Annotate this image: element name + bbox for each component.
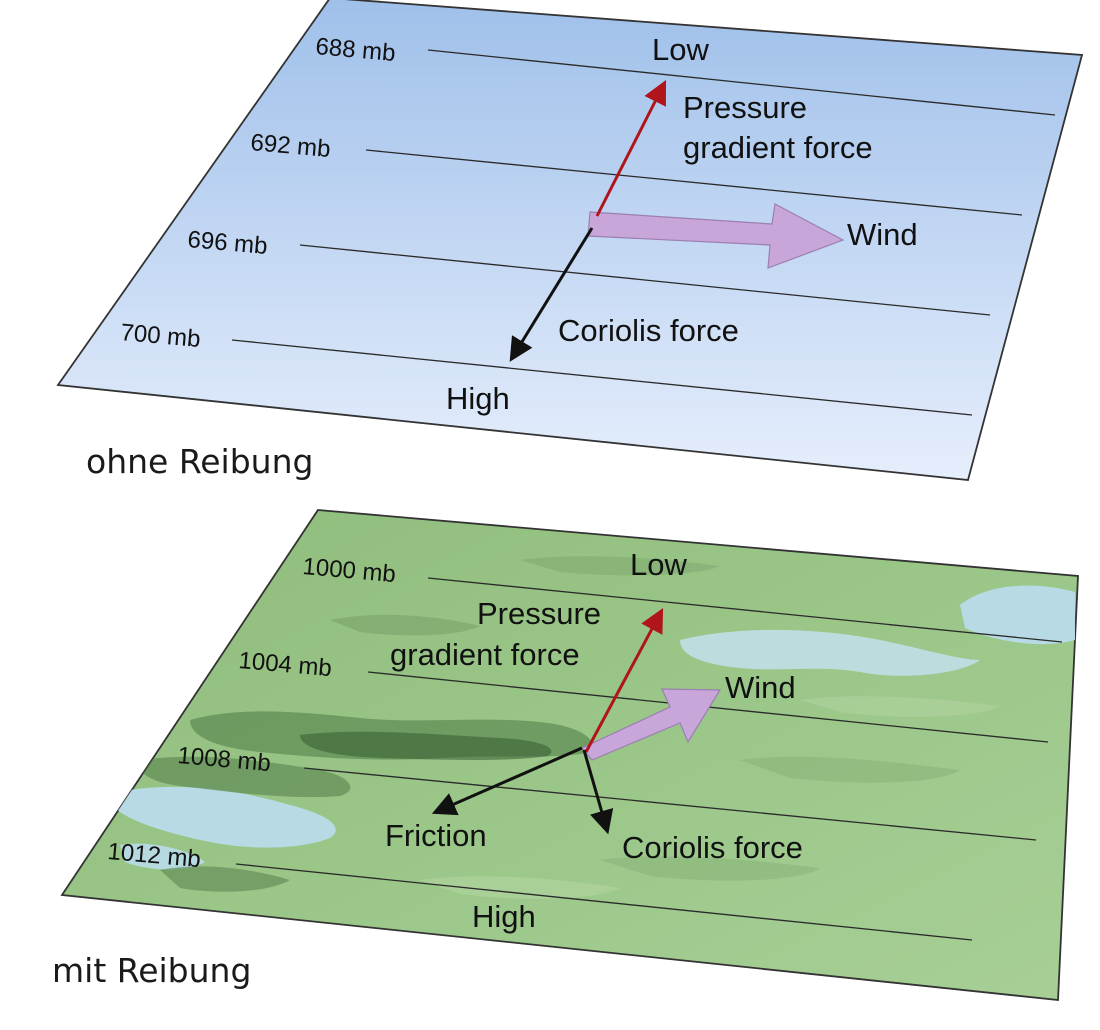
top-high-label: High [446,381,510,416]
bottom-coriolis-label: Coriolis force [622,830,803,865]
top-coriolis-label: Coriolis force [558,313,739,348]
bottom-pgf-label-line2: gradient force [390,637,580,672]
bottom-isobar-line-1012 [235,863,973,941]
bottom-friction-label: Friction [385,818,487,853]
bottom-panel: 1000 mb 1004 mb 1008 mb 1012 mb Low Pres… [60,509,1079,1001]
top-panel-plane [56,0,1084,481]
bottom-friction-arrow [431,746,583,816]
top-isobar-line-700 [231,339,973,416]
bottom-pgf-arrow [584,608,664,753]
terrain-texture [115,556,1075,899]
bottom-wind-label: Wind [725,670,796,705]
top-isobar-line-696 [299,244,991,316]
top-caption: ohne Reibung [86,442,313,481]
top-wind-label: Wind [847,217,918,252]
bottom-high-label: High [472,899,536,934]
bottom-caption: mit Reibung [52,951,251,990]
top-panel: 688 mb 692 mb 696 mb 700 mb Low Pressure… [56,0,1084,481]
top-pgf-label-line2: gradient force [683,130,873,165]
top-low-label: Low [652,32,709,67]
bottom-isobar-line-1008 [303,767,1037,841]
bottom-coriolis-arrow [582,749,614,835]
top-isobar-line-688 [427,49,1056,116]
bottom-pgf-label-line1: Pressure [477,596,601,631]
top-coriolis-arrow [509,227,594,362]
top-pgf-arrow [595,79,667,217]
top-pgf-label-line1: Pressure [683,90,807,125]
top-wind-arrow [587,203,845,269]
bottom-wind-arrow [581,688,722,761]
bottom-isobar-line-1000 [427,577,1063,643]
top-isobar-line-692 [365,149,1023,216]
bottom-low-label: Low [630,547,687,582]
